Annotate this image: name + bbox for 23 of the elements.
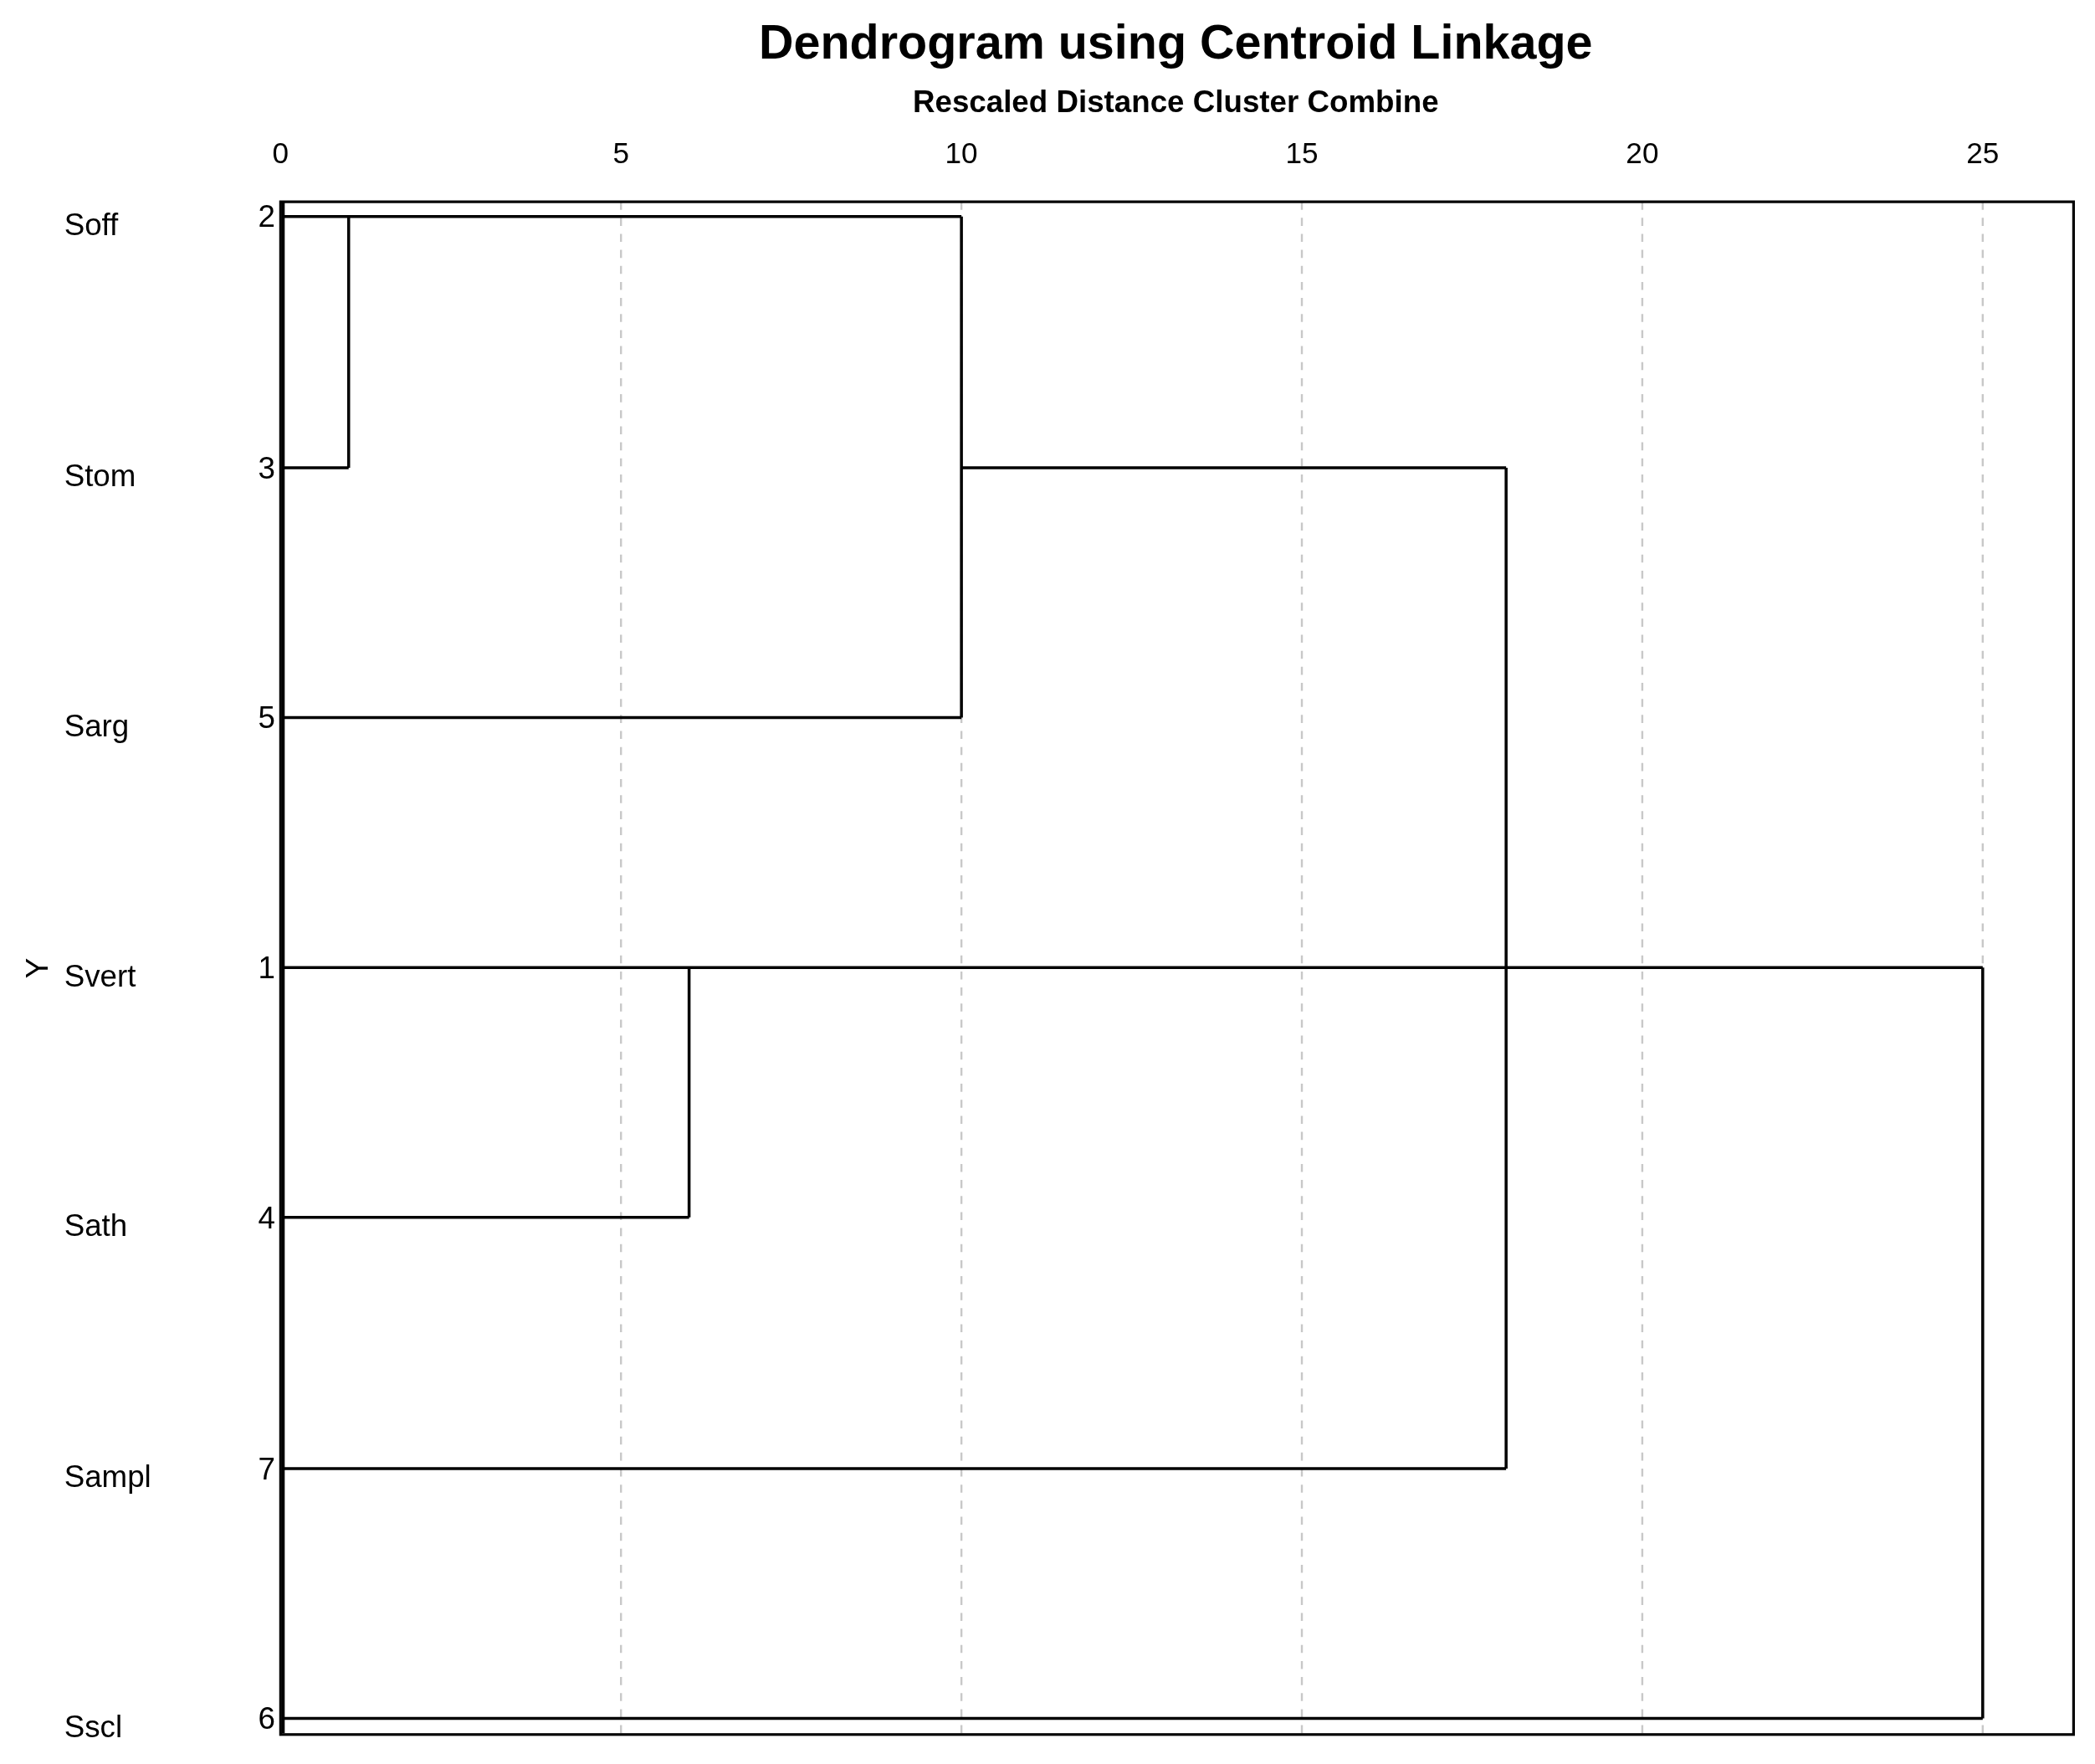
case-number: 4 bbox=[258, 1202, 275, 1233]
tick-label: 25 bbox=[1966, 139, 2000, 169]
case-number: 7 bbox=[258, 1453, 275, 1485]
tick-label: 5 bbox=[612, 139, 629, 169]
row-label: Soff bbox=[64, 208, 119, 240]
tick-label: 0 bbox=[272, 139, 289, 169]
case-number: 1 bbox=[258, 951, 275, 983]
tick-label: 20 bbox=[1626, 139, 1659, 169]
case-number: 5 bbox=[258, 702, 275, 733]
case-number: 2 bbox=[258, 201, 275, 233]
row-label: Sscl bbox=[64, 1710, 123, 1742]
row-label: Sath bbox=[64, 1210, 128, 1241]
case-number: 3 bbox=[258, 452, 275, 484]
axis-title: Rescaled Distance Cluster Combine bbox=[912, 86, 1439, 117]
row-label: Sampl bbox=[64, 1461, 151, 1492]
row-label: Sarg bbox=[64, 710, 130, 741]
axis-label: Y bbox=[22, 956, 54, 978]
case-number: 6 bbox=[258, 1703, 275, 1734]
row-label: Stom bbox=[64, 460, 136, 491]
tick-label: 15 bbox=[1285, 139, 1319, 169]
tick-label: 10 bbox=[945, 139, 978, 169]
chart-title: Dendrogram using Centroid Linkage bbox=[759, 18, 1593, 67]
row-label: Svert bbox=[64, 960, 136, 992]
